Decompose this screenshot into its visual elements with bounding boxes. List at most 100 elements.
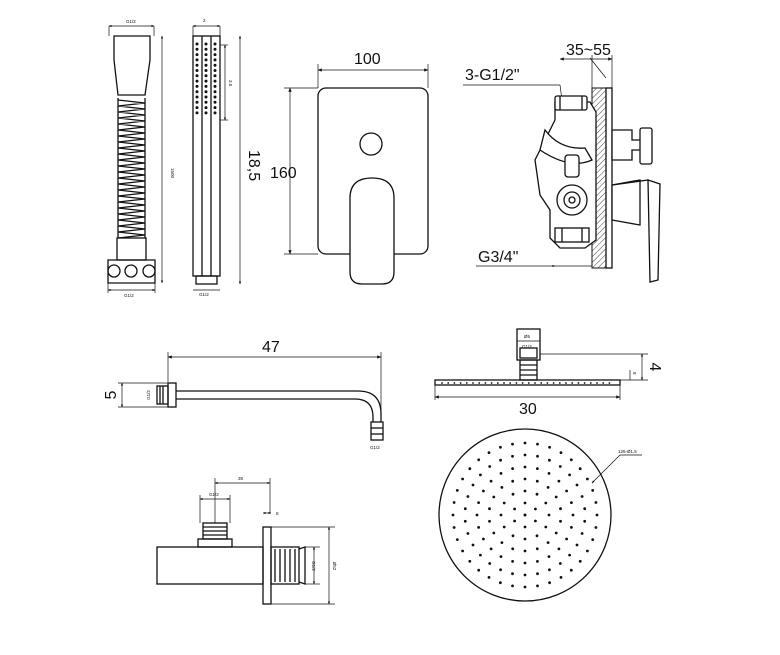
nozzle-dot bbox=[511, 492, 515, 496]
nozzle-dot bbox=[482, 537, 485, 541]
mixer-width-label: 100 bbox=[354, 51, 381, 68]
nozzle-dot bbox=[195, 69, 199, 72]
nozzle-dot bbox=[451, 513, 455, 517]
nozzle-dot bbox=[195, 47, 199, 51]
nozzle-dot bbox=[213, 74, 217, 78]
nozzle-dot bbox=[482, 489, 485, 493]
nozzle-dot bbox=[523, 525, 527, 529]
nozzle-dot bbox=[559, 507, 562, 511]
nozzle-dot bbox=[213, 53, 217, 57]
nozzle-dot bbox=[511, 534, 515, 538]
nozzle-dot bbox=[479, 553, 482, 557]
nozzle-dot bbox=[583, 382, 586, 384]
nozzle-dot bbox=[523, 549, 527, 553]
nozzle-dot bbox=[513, 507, 516, 511]
nozzle-dot bbox=[515, 382, 518, 384]
head-side-small-label: 8 bbox=[632, 372, 637, 375]
nozzle-dot bbox=[565, 489, 568, 493]
hose-bottom-label: G1/2 bbox=[124, 293, 134, 298]
nozzle-dot bbox=[487, 451, 491, 454]
nozzle-dot bbox=[589, 382, 592, 384]
nozzle-dot bbox=[570, 501, 573, 504]
shower-arm-drawing: 47 5 G1/2 G1/2 bbox=[103, 339, 384, 450]
nozzle-dot bbox=[554, 531, 558, 535]
nozzle-dot bbox=[511, 454, 514, 458]
nozzle-dot bbox=[195, 111, 199, 115]
nozzle-dot bbox=[511, 560, 514, 563]
nozzle-dot bbox=[536, 454, 539, 458]
nozzle-dot bbox=[511, 467, 514, 470]
nozzle-dot bbox=[195, 53, 199, 57]
head-top-nozzle-label: 126-Ø1,5 bbox=[618, 449, 637, 454]
nozzle-dot bbox=[544, 501, 548, 505]
nozzle-dot bbox=[546, 382, 549, 384]
nozzle-dot bbox=[523, 501, 527, 505]
nozzle-dot bbox=[471, 543, 475, 547]
mixer-depth-label: 35~55 bbox=[566, 42, 611, 59]
nozzle-dot bbox=[204, 63, 208, 67]
nozzle-dot bbox=[466, 532, 470, 535]
nozzle-dot bbox=[548, 458, 551, 462]
nozzle-dot bbox=[554, 495, 558, 499]
nozzle-dot bbox=[586, 549, 589, 553]
nozzle-dot bbox=[571, 513, 575, 517]
nozzle-dot bbox=[489, 547, 493, 551]
nozzle-dot bbox=[466, 495, 470, 498]
mixer-front-drawing: 100 160 bbox=[270, 51, 429, 285]
nozzle-dot bbox=[578, 467, 582, 471]
nozzle-dot bbox=[523, 477, 527, 481]
nozzle-dot bbox=[575, 543, 579, 547]
nozzle-dot bbox=[548, 445, 551, 449]
nozzle-dot bbox=[591, 489, 595, 492]
head-side-nozzle-row bbox=[441, 382, 611, 384]
nozzle-dot bbox=[602, 382, 605, 384]
nozzle-dot bbox=[557, 479, 561, 483]
nozzle-dot bbox=[489, 479, 493, 483]
head-top-nozzles bbox=[451, 441, 599, 589]
nozzle-dot bbox=[558, 562, 562, 565]
nozzle-dot bbox=[465, 382, 468, 384]
nozzle-dot bbox=[499, 445, 502, 449]
nozzle-dot bbox=[213, 100, 217, 104]
nozzle-dot bbox=[523, 489, 527, 493]
nozzle-dot bbox=[559, 519, 562, 523]
nozzle-dot bbox=[492, 495, 496, 499]
nozzle-dot bbox=[557, 547, 561, 551]
nozzle-dot bbox=[523, 537, 527, 541]
nozzle-dot bbox=[548, 581, 551, 585]
nozzle-dot bbox=[496, 382, 499, 384]
nozzle-dot bbox=[488, 519, 491, 523]
nozzle-dot bbox=[535, 492, 539, 496]
nozzle-dot bbox=[204, 53, 208, 57]
nozzle-dot bbox=[455, 489, 459, 492]
nozzle-dot bbox=[195, 79, 199, 83]
nozzle-dot bbox=[513, 519, 516, 523]
nozzle-dot bbox=[195, 100, 199, 104]
hose-length-label: 1500 bbox=[170, 168, 175, 179]
nozzle-dot bbox=[523, 453, 527, 457]
nozzle-dot bbox=[477, 526, 480, 529]
nozzle-dot bbox=[479, 473, 482, 477]
nozzle-dot bbox=[475, 513, 479, 517]
nozzle-dot bbox=[523, 513, 527, 517]
nozzle-dot bbox=[213, 106, 217, 110]
nozzle-dot bbox=[565, 382, 567, 384]
nozzle-dot bbox=[477, 458, 481, 462]
nozzle-dot bbox=[213, 90, 217, 94]
wall-outlet-drawing: 38 G1/2 8 G1/2 Ø52 bbox=[156, 476, 337, 605]
nozzle-dot bbox=[596, 382, 598, 384]
nozzle-dot bbox=[459, 382, 462, 384]
head-side-d1-label: Ø5 bbox=[524, 334, 531, 339]
nozzle-dot bbox=[536, 467, 539, 470]
nozzle-dot bbox=[204, 84, 208, 88]
nozzle-dot bbox=[523, 573, 527, 577]
nozzle-dot bbox=[575, 483, 579, 487]
nozzle-dot bbox=[204, 90, 208, 94]
hand-shower-top-label: 2 bbox=[203, 18, 206, 23]
nozzle-dot bbox=[580, 532, 584, 535]
nozzle-dot bbox=[594, 501, 598, 504]
hand-shower-side-label: 3.5 bbox=[228, 80, 233, 87]
nozzle-dot bbox=[559, 576, 563, 579]
nozzle-dot bbox=[204, 42, 208, 46]
nozzle-dot bbox=[195, 106, 199, 110]
